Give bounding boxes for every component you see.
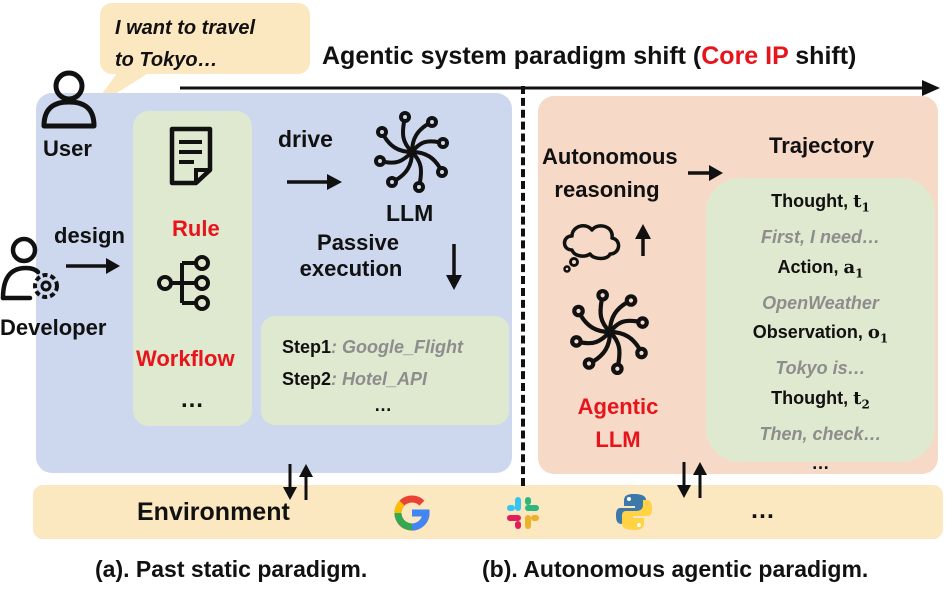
user-icon	[41, 70, 97, 129]
trajectory-step: Action, a1	[777, 256, 864, 281]
steps-list: Step1: Google_Flight Step2: Hotel_API …	[282, 337, 464, 415]
user-label: User	[43, 136, 92, 161]
environment-ellipsis: …	[750, 496, 775, 524]
agentic-llm-label: Agentic LLM	[577, 394, 659, 452]
trajectory-detail: …	[811, 453, 830, 474]
paradigm-shift-title: Agentic system paradigm shift (Core IP s…	[322, 42, 857, 70]
speech-bubble-text: I want to travel to Tokyo…	[115, 17, 256, 71]
python-icon	[616, 494, 652, 530]
agentic-llm-icon	[570, 288, 649, 376]
caption-b: (b). Autonomous agentic paradigm.	[482, 556, 869, 582]
google-icon	[394, 495, 430, 531]
environment-bar	[33, 485, 943, 539]
workflow-label: Workflow	[136, 346, 235, 371]
thought-cloud-icon	[562, 224, 621, 273]
trajectory-detail: First, I need…	[760, 227, 881, 248]
design-label: design	[54, 223, 125, 248]
steps-box	[261, 316, 509, 425]
workflow-ellipsis: …	[180, 386, 204, 413]
rule-label: Rule	[172, 216, 220, 241]
autonomous-reasoning-label: Autonomous reasoning	[542, 144, 678, 202]
trajectory-detail: OpenWeather	[762, 292, 879, 313]
llm-icon	[374, 111, 449, 193]
developer-icon	[0, 236, 59, 301]
slack-icon	[507, 497, 539, 529]
document-icon	[169, 126, 213, 186]
trajectory-detail: Tokyo is…	[775, 358, 866, 379]
trajectory-box	[706, 178, 935, 462]
workflow-icon	[157, 255, 210, 311]
trajectory-detail: Then, check…	[759, 423, 882, 444]
caption-a: (a). Past static paradigm.	[95, 556, 368, 582]
paradigm-divider	[521, 86, 525, 486]
speech-bubble	[100, 3, 310, 74]
drive-label: drive	[278, 126, 333, 152]
trajectory-step: Thought, t1	[771, 191, 870, 215]
trajectory-list: Thought, t1 First, I need… Action, a1 Op…	[706, 187, 935, 479]
trajectory-step: Thought, t2	[771, 387, 870, 412]
developer-label: Developer	[0, 315, 107, 340]
llm-label: LLM	[386, 200, 434, 226]
trajectory-step: Observation, o1	[752, 322, 889, 346]
trajectory-title: Trajectory	[769, 133, 875, 158]
passive-execution-label: Passive execution	[299, 230, 403, 281]
environment-label: Environment	[137, 498, 290, 526]
